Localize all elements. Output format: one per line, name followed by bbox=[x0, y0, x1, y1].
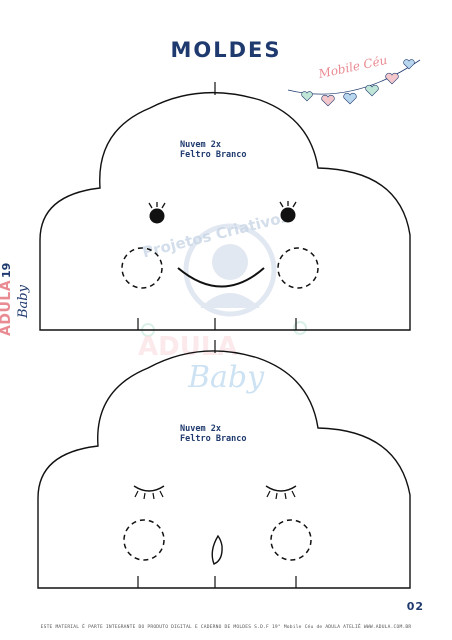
cloud-1-mouth bbox=[177, 267, 265, 288]
side-brand: ADULA 19 Baby bbox=[0, 252, 42, 336]
side-brand-name: ADULA bbox=[0, 279, 14, 336]
cloud-1-left-cheek bbox=[121, 247, 163, 289]
cloud-2-label: Nuvem 2x Feltro Branco bbox=[180, 424, 247, 444]
cloud-2-left-eye bbox=[133, 485, 165, 500]
bunting-heart-4 bbox=[365, 84, 379, 97]
bunting-heart-6 bbox=[403, 59, 415, 70]
cloud-2-material: Feltro Branco bbox=[180, 434, 247, 444]
cloud-1-right-cheek bbox=[277, 247, 319, 289]
cloud-1-outline bbox=[39, 92, 411, 331]
bunting-heart-2 bbox=[321, 94, 335, 107]
cloud-2-right-cheek bbox=[270, 519, 312, 561]
watermark-logo: ADULA bbox=[138, 223, 307, 362]
page-number: 02 bbox=[406, 600, 424, 613]
bunting-heart-3 bbox=[343, 92, 357, 105]
cloud-2-outline bbox=[37, 350, 411, 589]
side-brand-script: Baby bbox=[16, 285, 31, 318]
page-title: MOLDES bbox=[170, 38, 282, 62]
cloud-2-name: Nuvem 2x bbox=[180, 424, 221, 434]
cloud-2-left-cheek bbox=[123, 519, 165, 561]
side-brand-issue: 19 bbox=[0, 262, 13, 278]
cloud-1-left-eye bbox=[148, 202, 166, 224]
watermark-brand: Baby bbox=[188, 360, 265, 395]
footer-copyright: ESTE MATERIAL É PARTE INTEGRANTE DO PROD… bbox=[40, 625, 412, 630]
cloud-1-name: Nuvem 2x bbox=[180, 140, 221, 150]
cloud-1-material: Feltro Branco bbox=[180, 150, 247, 160]
cloud-1-label: Nuvem 2x Feltro Branco bbox=[180, 140, 247, 160]
svg-text:ADULA: ADULA bbox=[138, 332, 238, 362]
bunting-heart-1 bbox=[301, 91, 313, 102]
bunting-heart-5 bbox=[385, 72, 399, 85]
cloud-2-mouth bbox=[211, 534, 223, 565]
cloud-2-right-eye bbox=[265, 485, 297, 500]
bunting-decoration bbox=[287, 59, 421, 107]
cloud-1-right-eye bbox=[279, 201, 297, 223]
